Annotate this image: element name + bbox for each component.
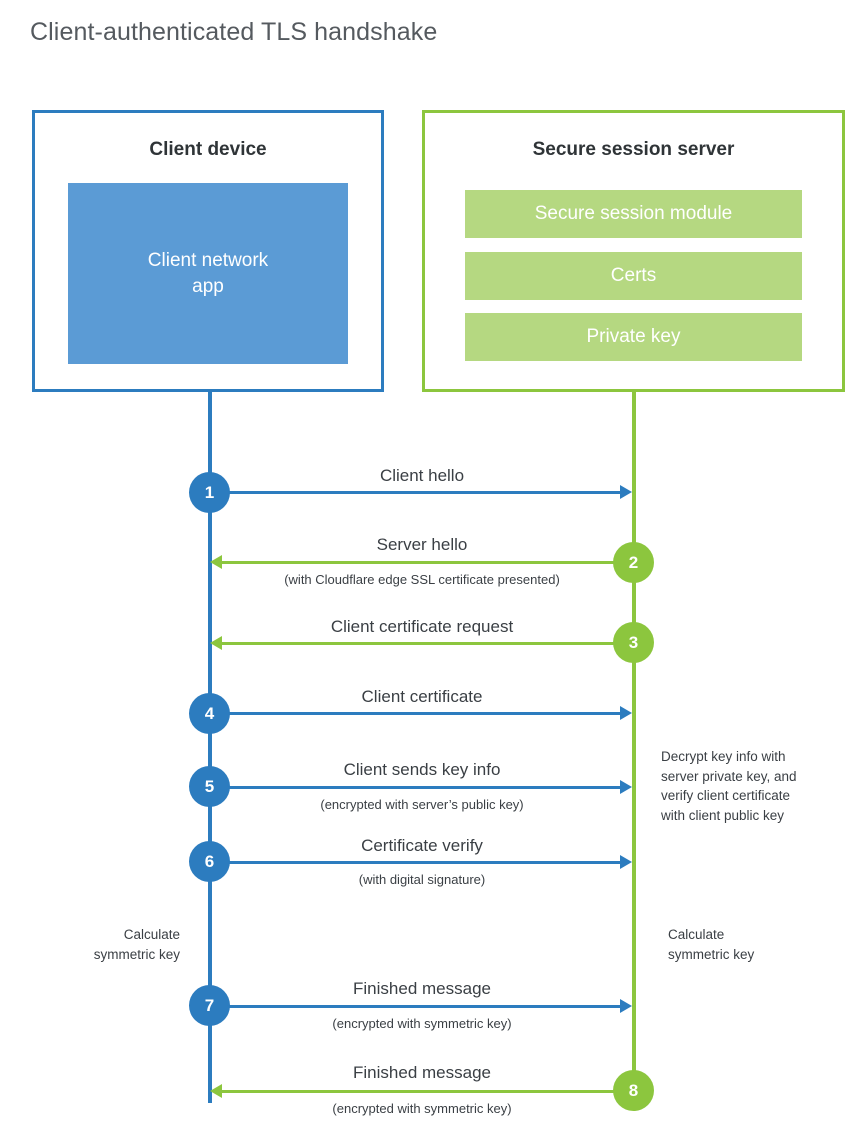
step-1-arrow-head — [620, 485, 632, 499]
step-4-arrow-head — [620, 706, 632, 720]
step-6-sublabel: (with digital signature) — [358, 872, 486, 887]
server-component-certs: Certs — [465, 252, 802, 300]
step-marker-7[interactable]: 7 — [189, 985, 230, 1026]
server-calc-line1: Calculate — [668, 927, 725, 942]
step-marker-1[interactable]: 1 — [189, 472, 230, 513]
step-4-arrow-line — [210, 712, 622, 715]
step-1-arrow-line — [210, 491, 622, 494]
step-marker-3[interactable]: 3 — [613, 622, 654, 663]
client-calculate-symmetric-key-annotation: Calculate symmetric key — [30, 925, 180, 964]
step-6-label: Certificate verify — [361, 836, 483, 855]
server-calc-line2: symmetric key — [668, 946, 755, 962]
step-2-sublabel: (with Cloudflare edge SSL certificate pr… — [284, 572, 560, 587]
client-calc-line2: symmetric key — [93, 946, 180, 962]
step-8-label: Finished message — [353, 1063, 491, 1082]
server-decrypt-line3: verify client certificate — [661, 788, 791, 804]
server-decrypt-line4: with client public key — [661, 807, 785, 823]
step-marker-6[interactable]: 6 — [189, 841, 230, 882]
step-marker-8[interactable]: 8 — [613, 1070, 654, 1111]
server-decrypt-line2: server private key, and — [661, 768, 797, 784]
server-decrypt-line1: Decrypt key info with — [661, 749, 786, 764]
step-marker-4[interactable]: 4 — [189, 693, 230, 734]
step-marker-5[interactable]: 5 — [189, 766, 230, 807]
step-marker-2[interactable]: 2 — [613, 542, 654, 583]
step-5-arrow-head — [620, 780, 632, 794]
client-app-label-line2: app — [192, 275, 224, 297]
step-2-arrow-line — [222, 561, 634, 564]
step-6-arrow-head — [620, 855, 632, 869]
step-3-label: Client certificate request — [330, 617, 514, 636]
step-2-arrow-head — [210, 555, 222, 569]
server-lifeline — [632, 390, 636, 1093]
step-8-sublabel: (encrypted with symmetric key) — [332, 1101, 512, 1116]
server-component-private-key: Private key — [465, 313, 802, 361]
step-8-arrow-head — [210, 1084, 222, 1098]
client-device-title: Client device — [149, 139, 267, 160]
step-7-label: Finished message — [353, 979, 491, 998]
step-6-arrow-line — [210, 861, 622, 864]
step-1-label: Client hello — [379, 466, 465, 485]
server-decrypt-annotation: Decrypt key info with server private key… — [661, 747, 846, 825]
client-device-box: Client device Client network app — [32, 110, 384, 392]
secure-session-server-box: Secure session server Secure session mod… — [422, 110, 845, 392]
step-7-sublabel: (encrypted with symmetric key) — [332, 1016, 512, 1031]
client-network-app-block: Client network app — [68, 183, 348, 364]
step-3-arrow-head — [210, 636, 222, 650]
client-calc-line1: Calculate — [123, 927, 180, 942]
secure-session-server-title: Secure session server — [532, 139, 735, 160]
step-4-label: Client certificate — [361, 687, 483, 706]
server-component-secure-session-module: Secure session module — [465, 190, 802, 238]
step-7-arrow-head — [620, 999, 632, 1013]
step-8-arrow-line — [222, 1090, 634, 1093]
client-lifeline — [208, 390, 212, 1103]
server-calculate-symmetric-key-annotation: Calculate symmetric key — [668, 925, 828, 964]
client-app-label-line1: Client network — [147, 249, 269, 271]
step-5-sublabel: (encrypted with server’s public key) — [320, 797, 524, 812]
step-2-label: Server hello — [376, 535, 468, 554]
step-5-label: Client sends key info — [343, 760, 501, 779]
page-title: Client-authenticated TLS handshake — [30, 18, 438, 46]
step-7-arrow-line — [210, 1005, 622, 1008]
step-5-arrow-line — [210, 786, 622, 789]
step-3-arrow-line — [222, 642, 634, 645]
